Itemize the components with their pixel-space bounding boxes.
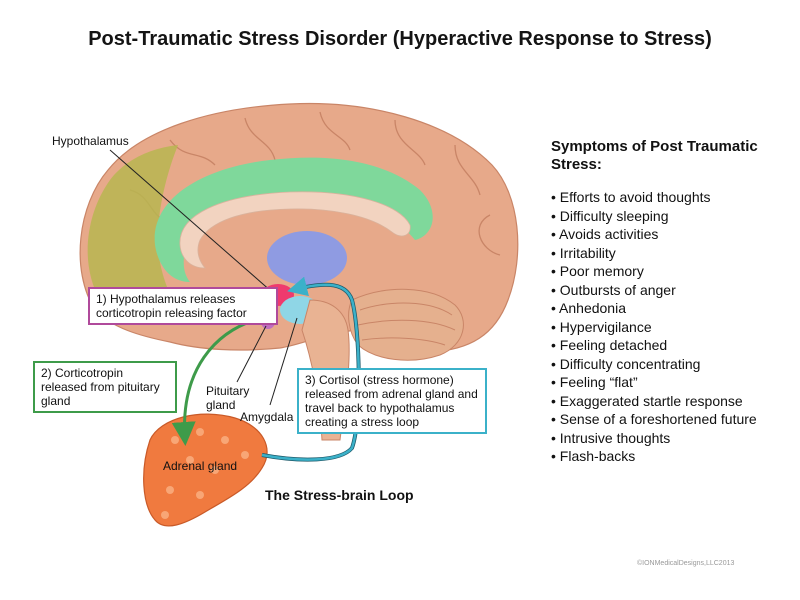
loop-caption: The Stress-brain Loop <box>265 487 414 503</box>
symptom-item: Outbursts of anger <box>551 281 791 300</box>
symptom-item: Efforts to avoid thoughts <box>551 188 791 207</box>
symptoms-panel: Symptoms of Post Traumatic Stress: Effor… <box>551 138 791 466</box>
symptoms-heading: Symptoms of Post Traumatic Stress: <box>551 138 758 173</box>
symptom-item: Poor memory <box>551 262 791 281</box>
adrenal-gland-label: Adrenal gland <box>163 459 238 473</box>
step-2-box: 2) Corticotropin released from pituitary… <box>33 361 177 413</box>
symptom-item: Feeling detached <box>551 336 791 355</box>
corpus-callosum <box>179 191 411 269</box>
hypothalamus-label: Hypothalamus <box>52 134 129 148</box>
symptom-item: Anhedonia <box>551 299 791 318</box>
cerebellum <box>348 288 464 361</box>
symptom-item: Avoids activities <box>551 225 791 244</box>
cerebellum-folia <box>357 302 456 346</box>
symptom-item: Flash-backs <box>551 447 791 466</box>
copyright-notice: ©IONMedicalDesigns,LLC2013 <box>637 560 735 567</box>
symptom-item: Intrusive thoughts <box>551 429 791 448</box>
frontal-region <box>87 145 178 309</box>
pituitary-gland-label: Pituitary gland <box>206 384 250 412</box>
pituitary-pointer <box>236 325 267 383</box>
symptom-item: Feeling “flat” <box>551 373 791 392</box>
limbic-band <box>154 157 433 282</box>
symptom-item: Hypervigilance <box>551 318 791 337</box>
amygdala-label: Amygdala <box>240 410 294 424</box>
symptom-item: Difficulty sleeping <box>551 207 791 226</box>
symptom-item: Exaggerated startle response <box>551 392 791 411</box>
hypothalamus-pointer <box>109 149 273 293</box>
step-1-box: 1) Hypothalamus releases corticotropin r… <box>88 287 278 325</box>
page-title: Post-Traumatic Stress Disorder (Hyperact… <box>88 28 712 50</box>
gyri-lines <box>129 111 501 256</box>
symptom-item: Sense of a foreshortened future <box>551 410 791 429</box>
step-3-box: 3) Cortisol (stress hormone) released fr… <box>297 368 487 434</box>
symptoms-list: Efforts to avoid thoughts Difficulty sle… <box>551 188 791 466</box>
thalamus <box>267 231 347 285</box>
symptom-item: Difficulty concentrating <box>551 355 791 374</box>
amygdala-pointer <box>269 317 298 406</box>
symptom-item: Irritability <box>551 244 791 263</box>
